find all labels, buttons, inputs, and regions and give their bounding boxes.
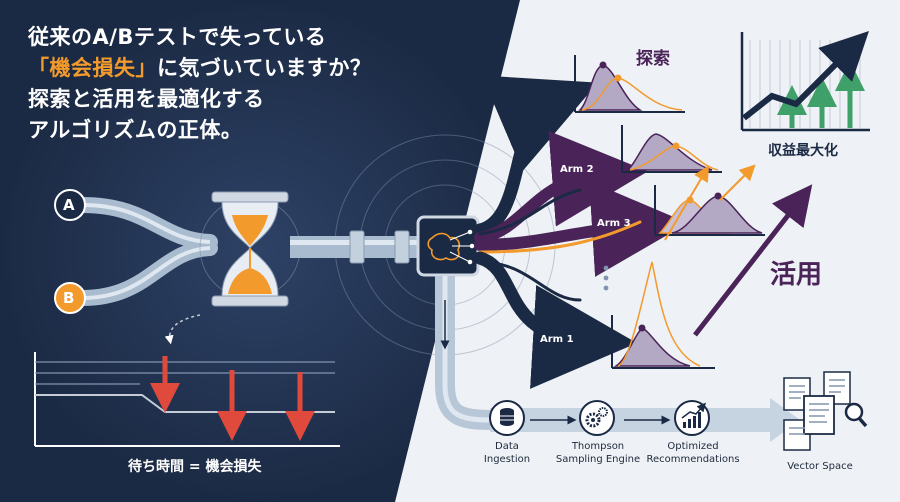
variant-a-label: A xyxy=(63,196,75,214)
step-vector-space-caption: Vector Space xyxy=(775,460,865,473)
headline-line-3: 探索と活用を最適化する xyxy=(28,87,265,111)
distribution-plot-4 xyxy=(611,261,715,369)
headline-line-1: 従来のA/Bテストで失っている xyxy=(28,25,327,49)
headline-line-2-rest: に気づいていますか？ xyxy=(157,56,372,80)
step2-line2: Sampling Engine xyxy=(555,454,641,465)
headline-line-4: アルゴリズムの正体。 xyxy=(28,118,243,142)
revenue-max-label: 収益最大化 xyxy=(768,143,838,159)
step2-line1: Thompson xyxy=(571,441,625,452)
exploit-label: 活用 xyxy=(770,260,823,290)
arm-tubes xyxy=(473,75,688,389)
dark-panel xyxy=(0,0,520,502)
headline-line-2: 「機会損失」に気づいていますか？ xyxy=(28,53,448,84)
arm-3-label: Arm 3 xyxy=(597,218,631,229)
documents-search-icon xyxy=(783,371,868,451)
orange-arrow-2 xyxy=(719,164,756,201)
arm-2-label: Arm 2 xyxy=(560,164,594,175)
revenue-growth-chart xyxy=(740,31,870,132)
distribution-plot-3 xyxy=(654,185,765,236)
distribution-plot-2 xyxy=(621,125,722,173)
explore-label: 探索 xyxy=(636,49,670,69)
step3-line1: Optimized xyxy=(667,441,719,452)
headline-highlight: 「機会損失」 xyxy=(28,56,157,80)
distribution-plot-1 xyxy=(574,55,685,113)
step-data-ingestion-caption: Data Ingestion xyxy=(472,440,542,466)
step-thompson-caption: Thompson Sampling Engine xyxy=(552,440,644,466)
variant-a-circle xyxy=(54,189,86,221)
step-optimized-caption: Optimized Recommendations xyxy=(646,440,740,466)
arm-ellipsis xyxy=(603,265,609,291)
step4-line1: Vector Space xyxy=(787,461,853,472)
input-pipes-highlight xyxy=(81,203,211,300)
arm-1-label: Arm 1 xyxy=(540,334,574,345)
downstream-pipe xyxy=(435,276,800,442)
wait-time-caption: 待ち時間 = 機会損失 xyxy=(128,459,262,475)
headline: 従来のA/Bテストで失っている 「機会損失」に気づいていますか？ 探索と活用を最… xyxy=(28,22,448,146)
step1-line1: Data xyxy=(495,441,519,452)
orange-arrow-1 xyxy=(664,165,710,241)
exploit-arrow xyxy=(693,184,813,337)
processor-chip-icon xyxy=(416,215,480,277)
growth-chart-icon xyxy=(674,400,710,436)
step1-line2: Ingestion xyxy=(483,454,531,465)
hourglass-icon xyxy=(199,191,301,307)
step3-line2: Recommendations xyxy=(646,454,740,465)
variant-b-label: B xyxy=(63,289,75,307)
variant-b-circle xyxy=(54,282,86,314)
database-icon xyxy=(489,400,525,436)
main-pipe xyxy=(290,230,420,264)
gear-icon xyxy=(579,400,615,436)
opportunity-loss-chart xyxy=(34,314,340,447)
